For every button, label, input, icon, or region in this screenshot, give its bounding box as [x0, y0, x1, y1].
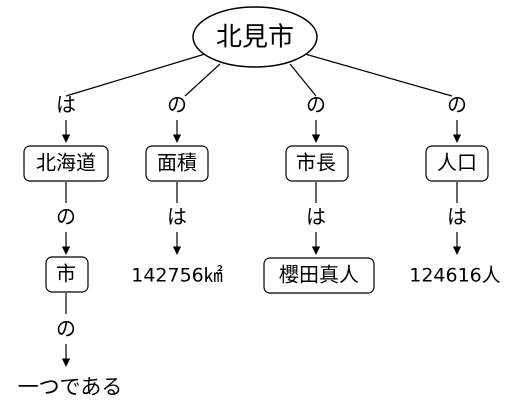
- edge-root-population-top: [304, 53, 453, 97]
- root-node-shape: [192, 6, 318, 68]
- node-hokkaido-box: [23, 145, 109, 182]
- node-population-label: 人口: [437, 151, 477, 175]
- node-mayor-label: 市長: [296, 151, 336, 175]
- root-node-label: 北見市: [216, 23, 294, 53]
- node-population-value-label: 124616人: [409, 265, 501, 287]
- edge-label-mayor-name: は: [306, 205, 326, 229]
- edge-label-area-value: は: [167, 205, 187, 229]
- edge-label-root-population: の: [447, 93, 467, 117]
- node-population-box: [425, 145, 489, 182]
- edge-label-population-value: は: [447, 205, 467, 229]
- node-conclusion-label: 一つである: [18, 375, 123, 399]
- node-mayor-name-box: [263, 257, 375, 294]
- node-city-label: 市: [56, 262, 76, 286]
- edge-root-mayor-top: [289, 63, 317, 97]
- node-area-box: [145, 145, 209, 182]
- node-area-label: 面積: [157, 151, 197, 175]
- edge-label-root-mayor: の: [306, 93, 326, 117]
- edge-label-root-area: の: [167, 93, 187, 117]
- node-mayor-box: [285, 145, 349, 182]
- edge-label-hokkaido-city: の: [56, 205, 76, 229]
- edge-label-root-hokkaido: は: [56, 93, 76, 117]
- node-area-value-label: 142756㎢: [131, 264, 223, 287]
- edge-label-city-conclusion: の: [56, 317, 76, 341]
- node-city-box: [45, 256, 89, 293]
- edge-root-area-top: [184, 63, 221, 97]
- node-mayor-name-label: 櫻田真人: [279, 263, 359, 287]
- node-hokkaido-label: 北海道: [36, 151, 96, 175]
- edge-root-hokkaido-top: [65, 53, 206, 97]
